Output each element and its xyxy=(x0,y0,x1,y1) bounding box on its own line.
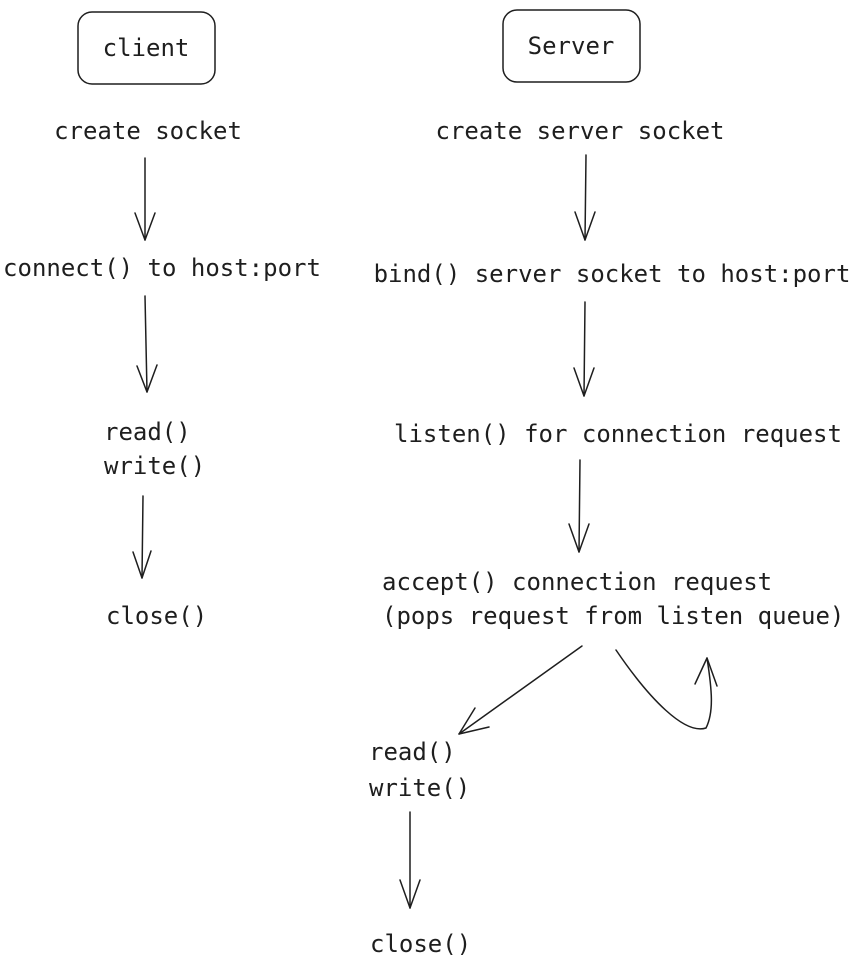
client-read: read() xyxy=(104,418,191,446)
arrow-server-listen-to-accept xyxy=(568,459,590,553)
arrow-server-bind-to-listen xyxy=(573,301,595,397)
server-read: read() xyxy=(369,738,456,766)
arrow-client-create-to-connect xyxy=(134,157,156,241)
client-write: write() xyxy=(104,452,205,480)
client-create-socket: create socket xyxy=(54,117,242,145)
server-create-socket: create server socket xyxy=(436,117,725,145)
arrow-server-accept-loop xyxy=(615,649,718,730)
server-close: close() xyxy=(370,930,471,958)
server-header-box xyxy=(502,9,641,83)
client-close: close() xyxy=(106,602,207,630)
arrow-client-write-to-close xyxy=(132,495,152,579)
client-header-label: client xyxy=(103,34,190,62)
server-accept-note: (pops request from listen queue) xyxy=(382,602,844,630)
server-header-label: Server xyxy=(528,32,615,60)
client-header-box xyxy=(77,11,216,85)
arrow-client-connect-to-read xyxy=(136,295,158,393)
client-header: client xyxy=(77,11,216,85)
server-listen: listen() for connection request xyxy=(394,420,842,448)
arrow-server-write-to-close xyxy=(399,811,421,909)
server-bind: bind() server socket to host:port xyxy=(374,260,851,288)
server-header: Server xyxy=(502,9,641,83)
arrow-server-accept-to-read xyxy=(458,645,583,735)
server-accept: accept() connection request xyxy=(382,568,772,596)
arrow-server-create-to-bind xyxy=(574,154,596,241)
server-write: write() xyxy=(369,774,470,802)
client-connect: connect() to host:port xyxy=(3,254,321,282)
